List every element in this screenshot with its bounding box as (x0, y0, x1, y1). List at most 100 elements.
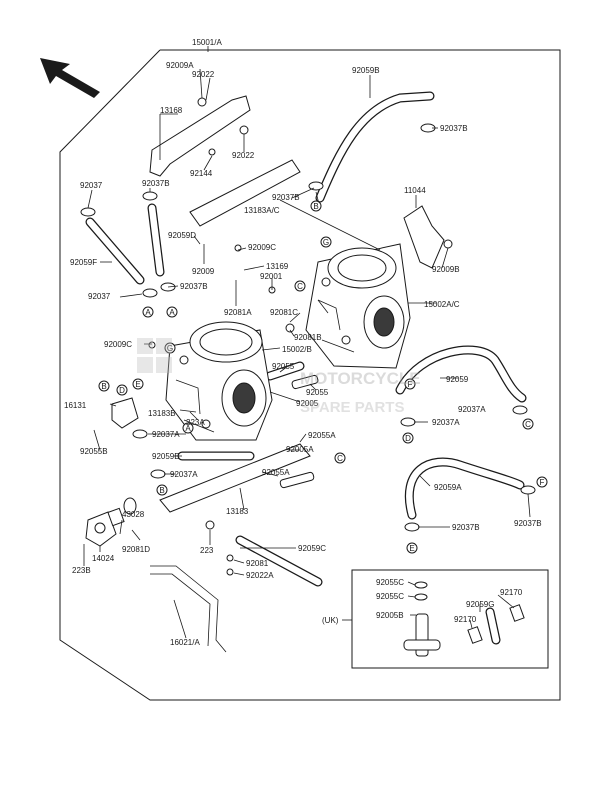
svg-text:G: G (167, 344, 173, 353)
label-15002AC: 15002A/C (424, 300, 460, 309)
part-labels: 15001/A 92009A 92022 13168 92022 92144 9… (64, 38, 542, 647)
label-92055: 92055 (272, 362, 295, 371)
label-13183AC: 13183A/C (244, 206, 280, 215)
label-92055A: 92055A (262, 468, 290, 477)
label-13183B: 13183B (148, 409, 176, 418)
hoses (85, 91, 527, 645)
label-92009C: 92009C (104, 340, 132, 349)
label-92059B: 92059B (352, 66, 380, 75)
label-92009A: 92009A (166, 61, 194, 70)
svg-text:B: B (313, 202, 318, 211)
label-223A: 223A (186, 418, 205, 427)
svg-text:F: F (408, 380, 413, 389)
label-43028: 43028 (122, 510, 145, 519)
marker-a: A (182, 422, 194, 434)
marker-c: C (334, 452, 346, 464)
carburetor-left (165, 321, 273, 441)
marker-d: D (116, 384, 128, 396)
label-92022: 92022 (232, 151, 255, 160)
brackets (149, 95, 445, 653)
label-92009C: 92009C (248, 243, 276, 252)
small-parts (80, 97, 536, 657)
label-223B: 223B (72, 566, 91, 575)
watermark-brand: MOTORCYCLE (300, 369, 421, 388)
marker-f: F (404, 378, 416, 390)
label-92081B: 92081B (294, 333, 322, 342)
marker-a: A (166, 306, 178, 318)
svg-text:A: A (145, 308, 151, 317)
label-15001A: 15001/A (192, 38, 222, 47)
label-92037A: 92037A (432, 418, 460, 427)
marker-b: B (310, 200, 322, 212)
svg-text:C: C (525, 420, 531, 429)
label-92059F: 92059F (70, 258, 97, 267)
marker-a: A (142, 306, 154, 318)
marker-e: E (132, 378, 144, 390)
label-92037A: 92037A (170, 470, 198, 479)
svg-text:G: G (323, 238, 329, 247)
marker-g: G (320, 236, 332, 248)
marker-b: B (156, 484, 168, 496)
label-92037B: 92037B (514, 519, 542, 528)
label-92022: 92022 (192, 70, 215, 79)
label-92022A: 92022A (246, 571, 274, 580)
label-16131: 16131 (64, 401, 87, 410)
label-92009: 92009 (192, 267, 215, 276)
uk-inset-box (351, 569, 549, 669)
marker-c: C (294, 280, 306, 292)
svg-text:B: B (101, 382, 106, 391)
label-92144: 92144 (190, 169, 213, 178)
label-11044: 11044 (404, 186, 426, 195)
label-92081D: 92081D (122, 545, 150, 554)
svg-text:C: C (337, 454, 343, 463)
label-92170: 92170 (454, 615, 477, 624)
label-92059E: 92059E (152, 452, 180, 461)
label-92037B: 92037B (272, 193, 300, 202)
label-92059C: 92059C (298, 544, 326, 553)
label-13169: 13169 (266, 262, 289, 271)
svg-text:E: E (409, 544, 414, 553)
svg-text:D: D (405, 434, 411, 443)
label-92059: 92059 (446, 375, 469, 384)
label-92005A: 92005A (286, 445, 314, 454)
label-92059A: 92059A (434, 483, 462, 492)
marker-b: B (98, 380, 110, 392)
label-16021A: 16021/A (170, 638, 200, 647)
label-92037: 92037 (88, 292, 111, 301)
label-92081A: 92081A (224, 308, 252, 317)
svg-text:E: E (135, 380, 140, 389)
svg-text:B: B (159, 486, 164, 495)
label-92055C: 92055C (376, 592, 404, 601)
marker-d: D (402, 432, 414, 444)
svg-text:F: F (540, 478, 545, 487)
label-92037A: 92037A (152, 430, 180, 439)
svg-text:C: C (297, 282, 303, 291)
label-92055B: 92055B (80, 447, 108, 456)
carburetor-right (305, 243, 411, 369)
label-92055A: 92055A (308, 431, 336, 440)
label-92081C: 92081C (270, 308, 298, 317)
svg-text:D: D (119, 386, 125, 395)
label-92059D: 92059D (168, 231, 196, 240)
label-uk: (UK) (322, 616, 339, 625)
label-92037: 92037 (80, 181, 103, 190)
label-92009B: 92009B (432, 265, 460, 274)
marker-f: F (536, 476, 548, 488)
svg-text:A: A (169, 308, 175, 317)
label-92001: 92001 (260, 272, 283, 281)
label-92037B: 92037B (452, 523, 480, 532)
marker-e: E (406, 542, 418, 554)
label-92055C: 92055C (376, 578, 404, 587)
watermark-sub: SPARE PARTS (300, 399, 404, 416)
marker-g: G (164, 342, 176, 354)
leader-lines (83, 68, 531, 639)
label-92037B: 92037B (440, 124, 468, 133)
label-13168: 13168 (160, 106, 183, 115)
assembly-outline (59, 49, 561, 701)
label-92055: 92055 (306, 388, 329, 397)
label-13183: 13183 (226, 507, 249, 516)
label-92037B: 92037B (142, 179, 170, 188)
label-92059G: 92059G (466, 600, 494, 609)
label-223: 223 (200, 546, 214, 555)
